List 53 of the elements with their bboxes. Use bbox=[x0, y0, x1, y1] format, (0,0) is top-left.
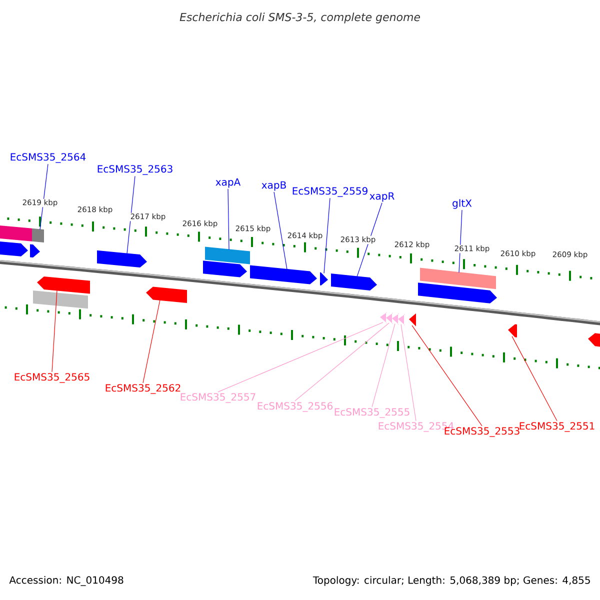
leader-line bbox=[324, 198, 330, 274]
gene-label: gltX bbox=[452, 199, 472, 209]
footer-text: Accession: NC_010498 bbox=[9, 576, 124, 586]
leader-line bbox=[372, 323, 396, 408]
gene-label: xapA bbox=[216, 178, 241, 188]
gene-feature bbox=[146, 286, 187, 303]
footer-text: Topology: circular; Length: 5,068,389 bp; Genes: 4,855 bbox=[312, 576, 590, 586]
leader-line bbox=[294, 322, 390, 402]
gene-feature bbox=[0, 225, 32, 242]
gene-feature bbox=[508, 324, 517, 338]
gene-feature bbox=[418, 282, 497, 304]
leader-line bbox=[512, 336, 558, 422]
leader-line bbox=[412, 325, 482, 426]
gene-label: EcSMS35_2559 bbox=[292, 187, 368, 197]
gene-feature bbox=[97, 250, 147, 268]
gene-feature bbox=[203, 260, 247, 278]
gene-feature bbox=[320, 272, 328, 286]
gene-label: EcSMS35_2557 bbox=[180, 393, 256, 403]
leader-line bbox=[400, 324, 416, 422]
gene-label: EcSMS35_2564 bbox=[10, 153, 86, 163]
gene-label: EcSMS35_2555 bbox=[334, 408, 410, 418]
gene-feature bbox=[380, 312, 387, 324]
leader-line bbox=[142, 300, 160, 384]
leader-line bbox=[228, 188, 230, 250]
leader-line bbox=[126, 176, 136, 254]
gene-feature bbox=[30, 244, 40, 258]
gene-feature bbox=[386, 312, 393, 324]
gene-feature bbox=[331, 274, 377, 290]
gene-feature bbox=[420, 268, 496, 290]
gene-feature bbox=[588, 333, 600, 348]
gene-feature bbox=[33, 290, 88, 309]
gene-label: EcSMS35_2565 bbox=[14, 373, 90, 383]
leader-line bbox=[458, 210, 462, 273]
gene-label: xapR bbox=[370, 192, 394, 202]
leader-line bbox=[40, 164, 48, 230]
gene-feature bbox=[398, 314, 405, 326]
gene-feature bbox=[392, 314, 399, 325]
leader-line bbox=[274, 192, 288, 270]
gene-feature bbox=[37, 276, 90, 294]
leader-line bbox=[356, 202, 382, 277]
leader-line bbox=[218, 322, 384, 392]
gene-feature bbox=[32, 228, 44, 242]
title: Escherichia coli SMS-3-5, complete genome bbox=[180, 12, 420, 24]
gene-label: EcSMS35_2551 bbox=[520, 422, 594, 432]
leader-line bbox=[52, 290, 58, 372]
gene-label: xapB bbox=[262, 181, 286, 191]
gene-feature bbox=[250, 265, 317, 284]
gene-feature bbox=[205, 246, 250, 264]
gene-feature bbox=[409, 313, 416, 326]
gene-label: EcSMS35_2556 bbox=[258, 402, 333, 412]
gene-feature bbox=[0, 240, 28, 256]
gene-label: EcSMS35_2563 bbox=[98, 165, 172, 175]
gene-label: EcSMS35_2562 bbox=[106, 384, 180, 394]
